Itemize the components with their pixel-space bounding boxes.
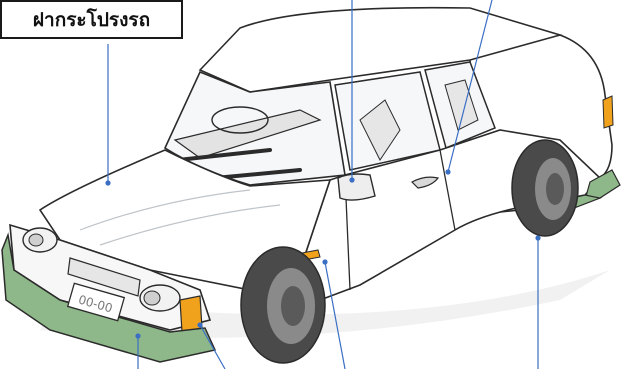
rear-wheel <box>512 140 578 236</box>
rear-light <box>603 96 613 128</box>
hood-label-text: ฝากระโปรงรถ <box>33 5 150 35</box>
side-mirror <box>338 174 375 200</box>
hood-label: ฝากระโปรงรถ <box>0 0 183 39</box>
front-wheel <box>241 247 325 363</box>
